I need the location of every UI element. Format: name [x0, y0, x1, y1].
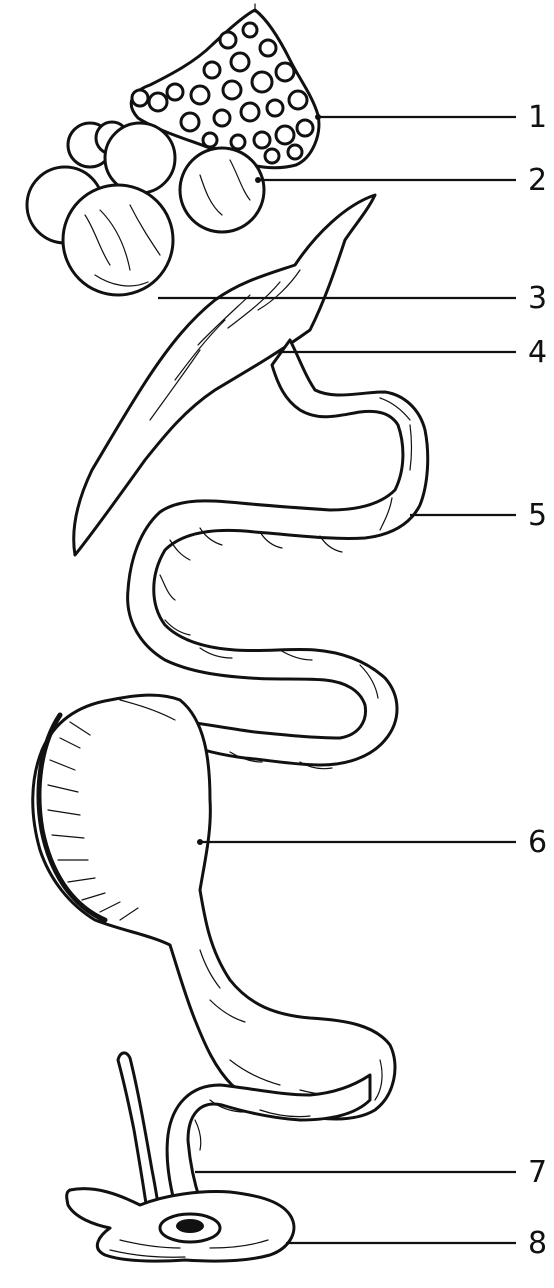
large-follicles	[27, 122, 264, 295]
label-4: 4	[528, 335, 547, 370]
label-7: 7	[528, 1155, 547, 1190]
label-1: 1	[528, 100, 547, 135]
label-3: 3	[528, 281, 547, 316]
number-labels: 1 2 3 4 5 6 7 8	[528, 100, 547, 1261]
label-8: 8	[528, 1226, 547, 1261]
label-6: 6	[528, 825, 547, 860]
label-5: 5	[528, 498, 547, 533]
label-2: 2	[528, 163, 547, 198]
cloaca	[67, 1189, 294, 1261]
